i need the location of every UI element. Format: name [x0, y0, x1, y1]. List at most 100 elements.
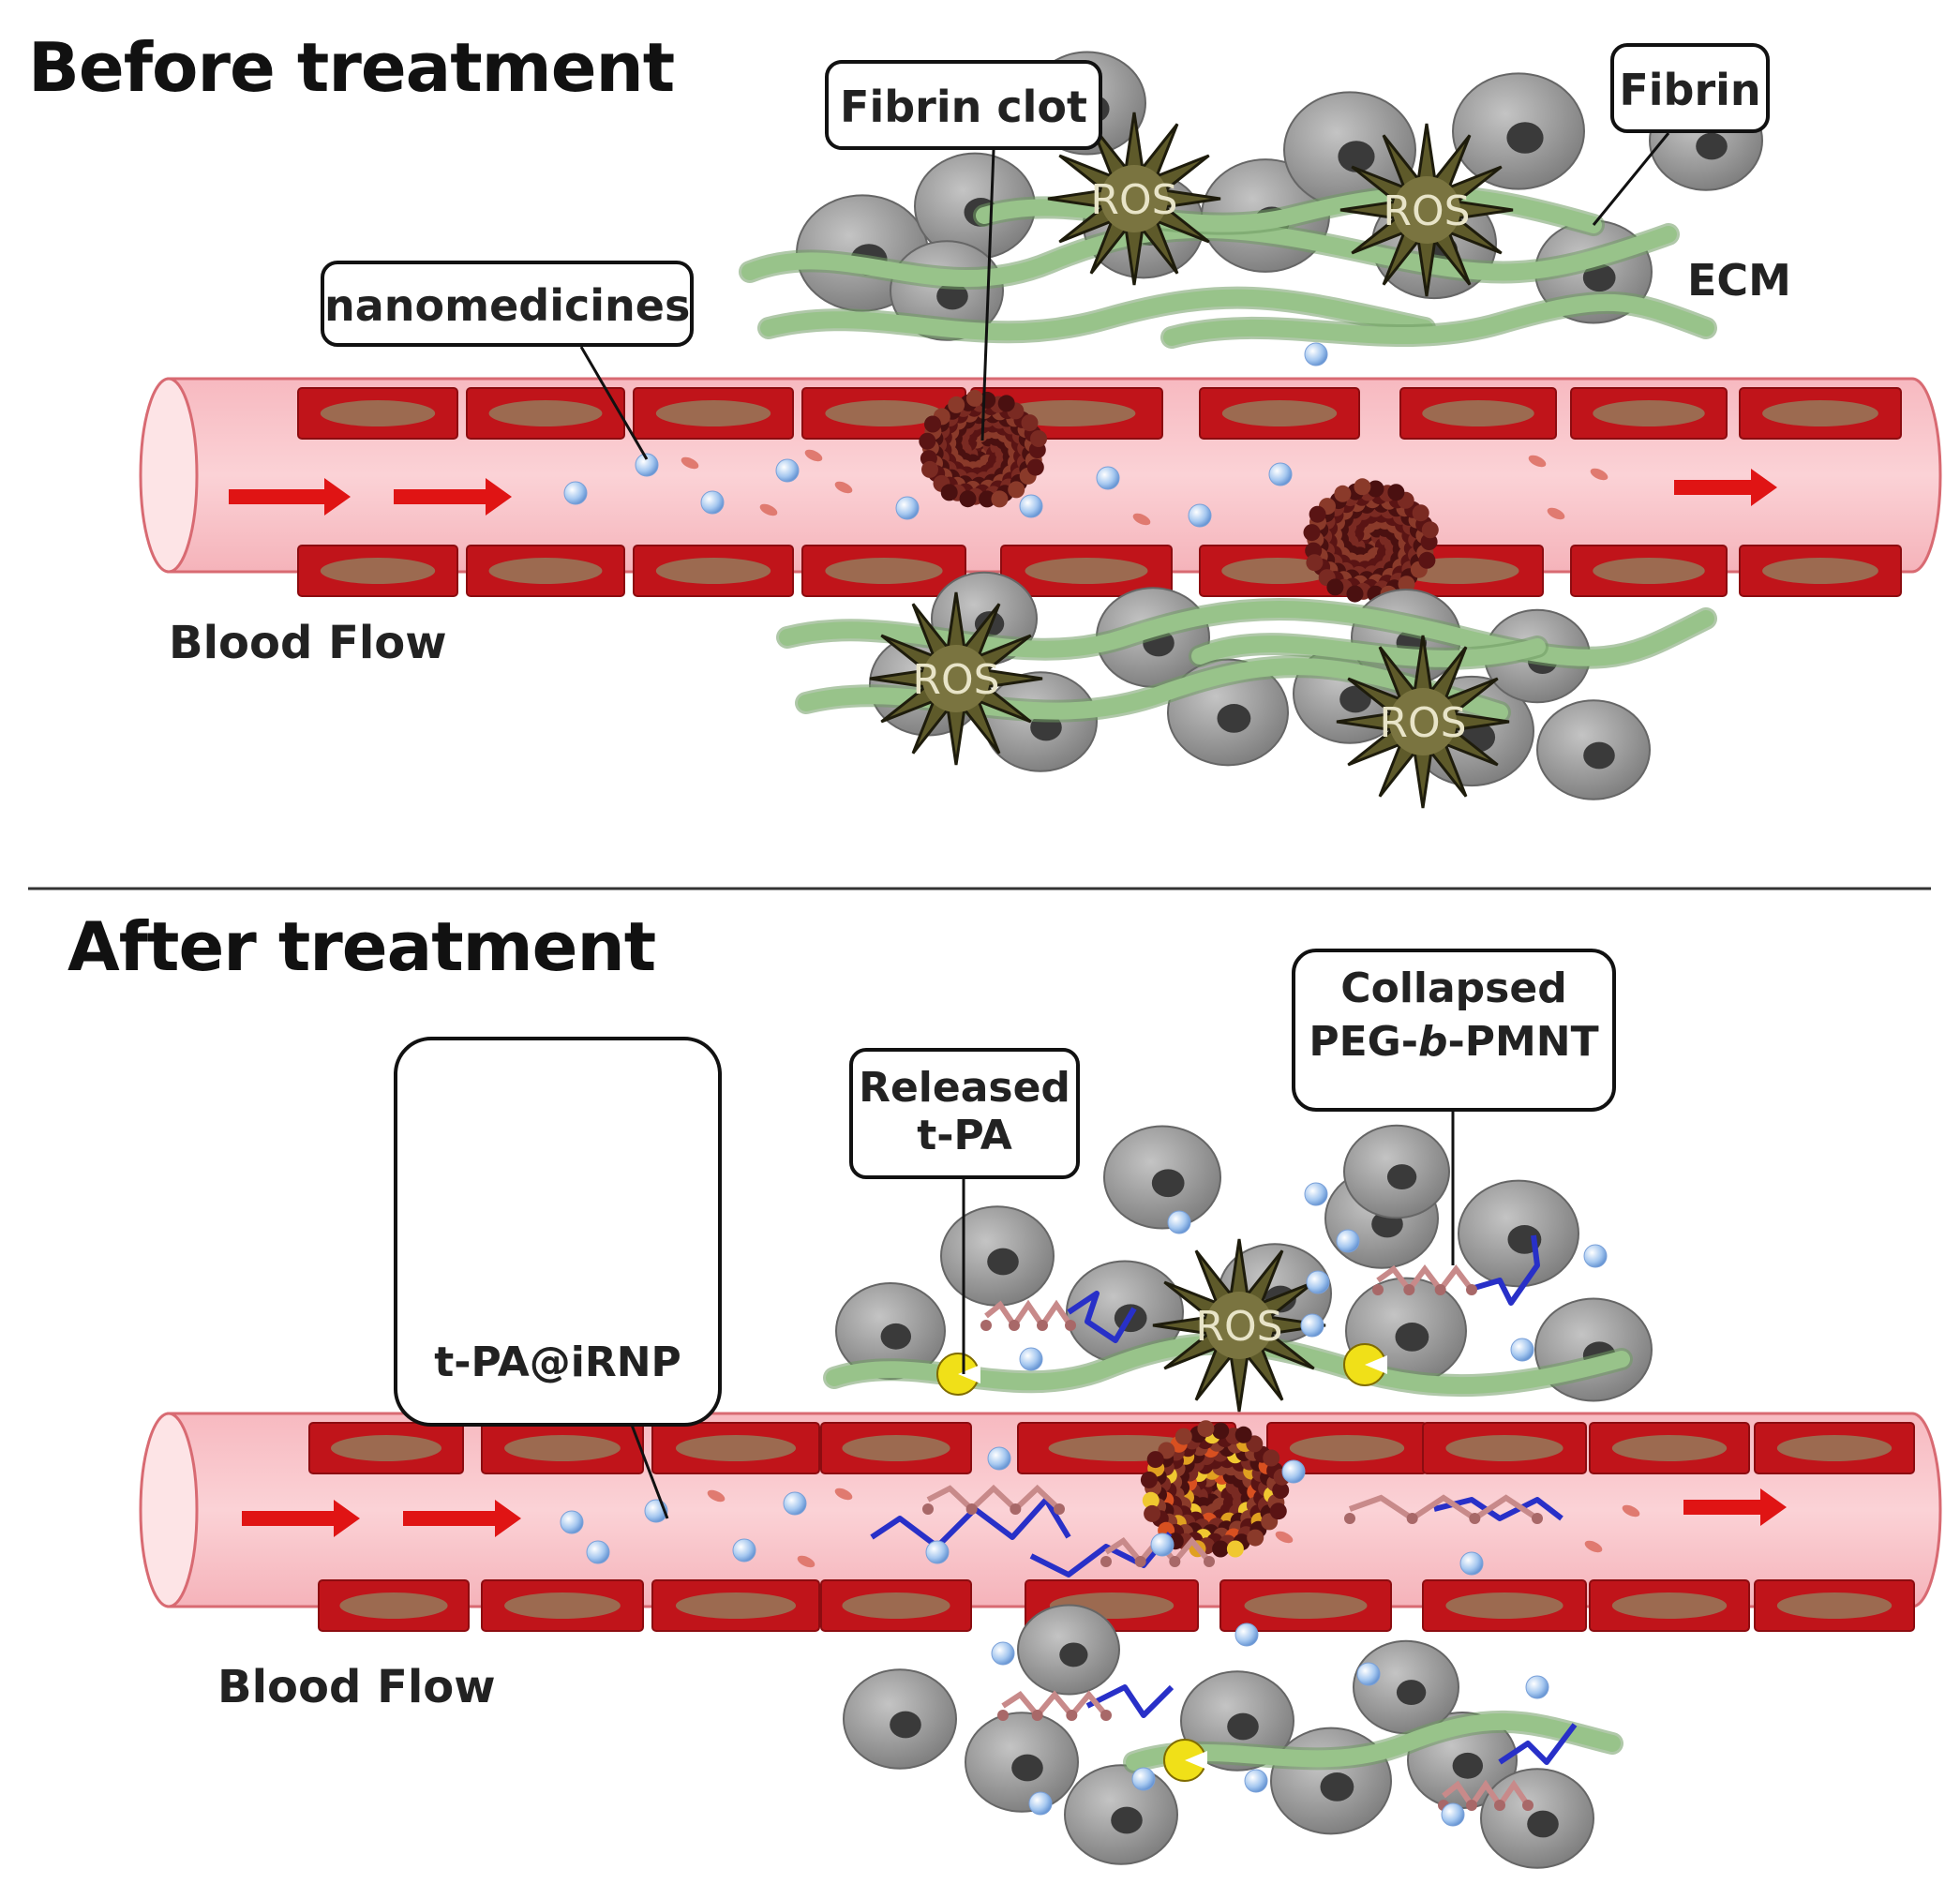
nanoparticle	[1244, 1769, 1268, 1793]
clot-granule	[1367, 480, 1384, 498]
pmnt-node	[1031, 1710, 1043, 1721]
blood-flow-arrow	[1674, 469, 1777, 506]
clot-granule	[1197, 1420, 1215, 1438]
rbc-fragment	[1590, 468, 1608, 481]
cell-nucleus	[1396, 1680, 1427, 1706]
endothelial-nucleus	[675, 1592, 797, 1619]
endothelial-nucleus	[655, 400, 771, 426]
nanoparticle	[1583, 1244, 1608, 1268]
after-treatment-title: After treatment	[67, 907, 656, 986]
nanoparticle	[1019, 1347, 1043, 1371]
released-label-line2: t-PA	[917, 1111, 1012, 1159]
fibrin-strand	[1163, 293, 1714, 346]
ros-core	[922, 645, 990, 712]
nanoparticle	[1510, 1338, 1534, 1362]
ros-label: ROS	[1379, 699, 1466, 747]
clot-granule	[1303, 524, 1321, 542]
ros-label: ROS	[912, 656, 999, 704]
clot-granule	[1142, 1491, 1160, 1509]
pmnt-chain	[1001, 1690, 1109, 1720]
vessel-opening	[139, 377, 199, 574]
nanoparticle	[563, 481, 588, 505]
clot-granule	[1309, 505, 1326, 523]
ros-label: ROS	[1195, 1303, 1282, 1351]
endothelial-nucleus	[1762, 558, 1878, 584]
pmnt-node	[1494, 1800, 1505, 1811]
t-pa-irnp-callout: t-PA@iRNP	[394, 1037, 722, 1427]
endothelial-nucleus	[675, 1435, 797, 1461]
endothelial-nucleus	[842, 1435, 950, 1461]
nanoparticle	[560, 1510, 584, 1534]
pmnt-node	[1403, 1284, 1415, 1295]
endothelial-nucleus	[1221, 400, 1338, 426]
clot-granule	[1212, 1540, 1230, 1558]
clot-granule	[1387, 484, 1405, 501]
fibrin-clot	[919, 389, 1047, 508]
endothelial-nucleus	[1593, 400, 1705, 426]
nanoparticle	[1096, 466, 1120, 490]
blood-flow-arrow	[229, 478, 351, 516]
nanoparticle	[635, 453, 659, 477]
pmnt-node	[1204, 1556, 1215, 1567]
cell-nucleus	[1452, 1752, 1484, 1779]
nanoparticle	[1281, 1459, 1306, 1484]
cell-nucleus	[890, 1711, 921, 1739]
clot-granule	[1021, 414, 1039, 432]
fibrin-clot-callout: Fibrin clot	[825, 60, 1102, 150]
rbc-fragment	[797, 1555, 815, 1568]
cell-nucleus	[1395, 1323, 1429, 1352]
cell-nucleus	[1506, 122, 1544, 154]
pmnt-node	[1037, 1320, 1048, 1331]
clot-granule	[1146, 1451, 1164, 1469]
clot-granule	[979, 490, 996, 508]
nanoparticle	[1019, 494, 1043, 518]
endothelial-nucleus	[1025, 558, 1148, 584]
fibrin-strand	[760, 289, 1433, 341]
collapsed-label-pmnt: -PMNT	[1447, 1017, 1599, 1066]
nanomedicines-label: nanomedicines	[324, 280, 691, 331]
rbc-fragment	[707, 1489, 726, 1503]
clot-granule	[921, 460, 938, 478]
pmnt-node	[1009, 1320, 1020, 1331]
ros-label: ROS	[1383, 187, 1470, 235]
released-t-pa-callout: Released t-PA	[849, 1048, 1080, 1179]
cell-nucleus	[1059, 1642, 1088, 1667]
cell-nucleus	[1339, 685, 1371, 713]
pmnt-node	[1434, 1284, 1446, 1295]
clot-granule	[959, 490, 977, 508]
nanoparticle	[1188, 503, 1212, 528]
peg-chain	[1085, 1684, 1175, 1718]
nanoparticle	[1304, 1182, 1328, 1206]
pmnt-chain	[926, 1484, 1062, 1514]
endothelial-nucleus	[488, 558, 603, 584]
clot-granule	[997, 395, 1015, 412]
pmnt-node	[1100, 1556, 1112, 1567]
cell-nucleus	[1011, 1754, 1043, 1782]
endothelial-nucleus	[1611, 1592, 1728, 1619]
nanoparticle	[987, 1446, 1011, 1471]
clot-granule	[1272, 1482, 1290, 1499]
ros-core	[1389, 688, 1457, 755]
cell-nucleus	[987, 1248, 1019, 1276]
pmnt-node	[1100, 1710, 1112, 1721]
nanoparticle	[1525, 1675, 1549, 1699]
before-tissue-bottom: ROS ROS	[776, 571, 1717, 809]
pmnt-node	[1469, 1513, 1481, 1524]
nanoparticle	[1441, 1802, 1465, 1827]
blood-flow-label-after: Blood Flow	[217, 1661, 496, 1713]
rbc-fragment	[834, 481, 853, 494]
rbc-fragment	[834, 1488, 853, 1501]
clot-granule	[1412, 504, 1429, 522]
nanoparticle	[1268, 462, 1293, 486]
endothelial-nucleus	[504, 1435, 621, 1461]
peg-chain	[1029, 1532, 1173, 1577]
t-pa-mouth	[958, 1365, 980, 1383]
nanoparticle	[991, 1641, 1015, 1666]
callout-leader	[579, 346, 649, 460]
pmnt-chain	[1376, 1264, 1474, 1294]
collapsed-label-line1: Collapsed	[1340, 964, 1567, 1012]
endothelial-nucleus	[320, 400, 436, 426]
nanoparticle	[700, 490, 725, 515]
pmnt-node	[1134, 1556, 1146, 1567]
